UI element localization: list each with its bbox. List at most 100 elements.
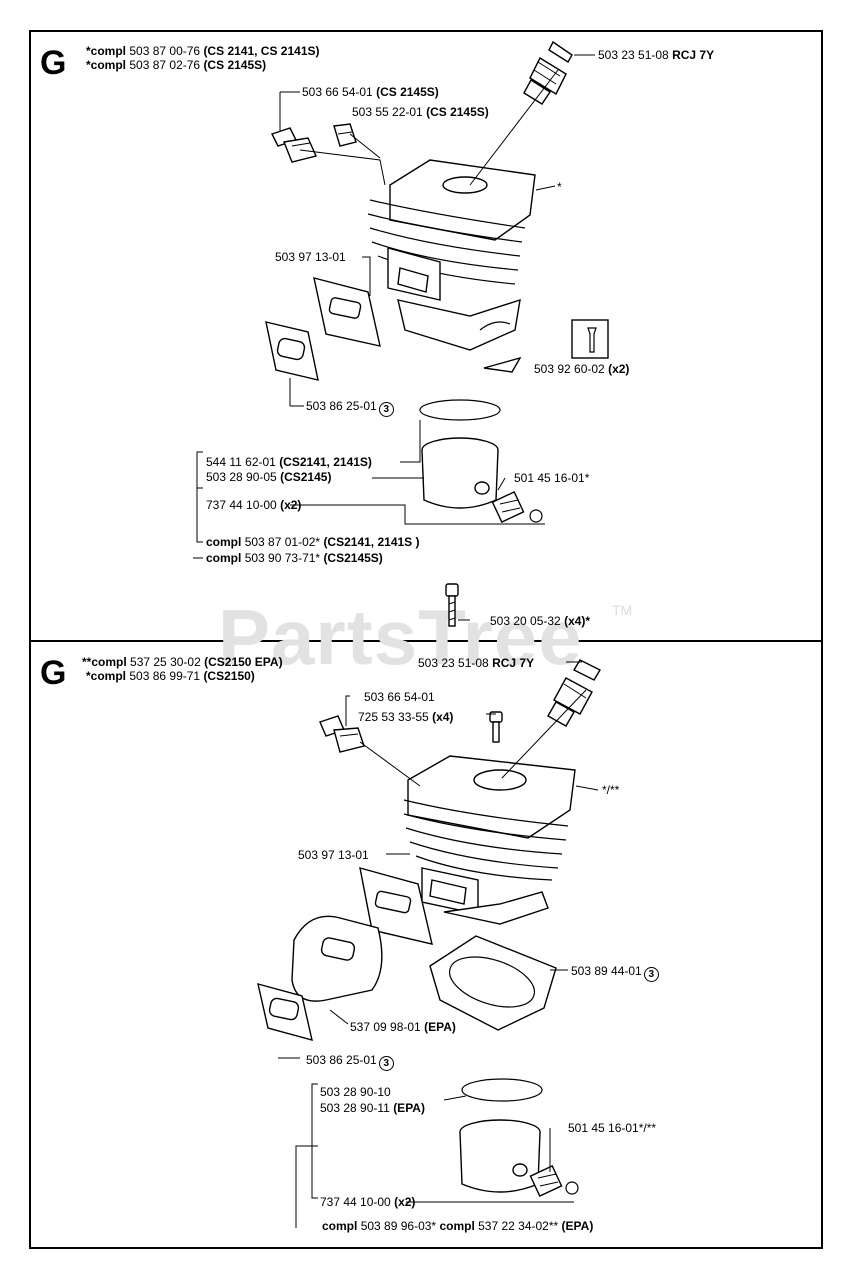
top-header2-prefix: *compl (86, 58, 127, 72)
gasket-top (313, 277, 381, 347)
bottom-sparkplug-label: 503 23 51-08 RCJ 7Y (418, 656, 534, 670)
bottom-sparkplug-type: RCJ 7Y (492, 656, 535, 670)
bottom-kit-number: 503 89 96-03* (360, 1219, 437, 1233)
top-sparkplug-label: 503 23 51-08 RCJ 7Y (598, 48, 714, 62)
section-divider (29, 640, 823, 642)
top-decomp-number: 503 66 54-01 (302, 85, 373, 99)
top-ring-label: 544 11 62-01 (CS2141, 2141S) (206, 455, 372, 469)
top-plug-label: 503 55 22-01 (CS 2145S) (352, 105, 489, 119)
piston-top (421, 437, 499, 509)
bottom-header2-number: 503 86 99-71 (129, 669, 201, 683)
bottom-cylinder-asterisk: */** (602, 783, 620, 797)
top-kit1-label: compl 503 87 01-02* (CS2141, 2141S ) (206, 535, 420, 549)
top-circlip-label: 737 44 10-00 (x2) (206, 498, 301, 512)
bottom-intake-circle-badge: 3 (378, 1056, 394, 1071)
cylinder-top (367, 159, 536, 351)
top-kit1-prefix: compl (206, 535, 242, 549)
top-kit1-number: 503 87 01-02* (244, 535, 321, 549)
leaders-top (193, 54, 595, 621)
bottom-kit-prefix2: compl (439, 1219, 475, 1233)
bottom-shield-model: (EPA) (424, 1020, 456, 1034)
top-kit2-number: 503 90 73-71* (244, 551, 321, 565)
top-header1-number: 503 87 00-76 (129, 44, 201, 58)
top-header2-number: 503 87 02-76 (129, 58, 201, 72)
bottom-header1-number: 537 25 30-02 (130, 655, 201, 669)
tool-blade (483, 356, 522, 373)
bottom-kit-prefix: compl (322, 1219, 358, 1233)
bottom-kit-label: compl 503 89 96-03* compl 537 22 34-02**… (322, 1219, 593, 1233)
top-screw-qty: (x4)* (564, 614, 591, 628)
bottom-ring2-model: (EPA) (393, 1101, 425, 1115)
top-circlip-qty: (x2) (280, 498, 302, 512)
top-intake-circle-badge: 3 (378, 402, 394, 417)
top-bearing-label: 501 45 16-01* (514, 471, 590, 485)
watermark-tm: TM (612, 602, 633, 618)
screw-top (445, 583, 459, 627)
top-kit2-model: (CS2145S) (323, 551, 383, 565)
bottom-bearing-label: 501 45 16-01*/** (568, 1121, 657, 1135)
top-screw-number: 503 20 05-32 (490, 614, 561, 628)
section-letter-bottom: G (40, 654, 67, 692)
top-decomp-label: 503 66 54-01 (CS 2145S) (302, 85, 439, 99)
top-header-line1: *compl 503 87 00-76 (CS 2141, CS 2141S) (86, 44, 320, 58)
bottom-header2-prefix: *compl (86, 669, 127, 683)
top-header1-prefix: *compl (86, 44, 127, 58)
top-kit2-prefix: compl (206, 551, 242, 565)
watermark: PartsTree (218, 593, 583, 681)
section-letter-top: G (40, 44, 67, 82)
piston-bottom (459, 1119, 541, 1193)
bottom-base-number: 503 89 44-01 (571, 964, 642, 978)
bottom-screw-qty: (x4) (432, 710, 454, 724)
top-kit2-label: compl 503 90 73-71* (CS2145S) (206, 551, 383, 565)
cylinder-bottom (403, 755, 576, 925)
bottom-kit-model: (EPA) (561, 1219, 594, 1233)
bottom-header1-prefix: **compl (82, 655, 127, 669)
gasket-bottom (359, 867, 433, 945)
top-kit1-models: (CS2141, 2141S ) (323, 535, 420, 549)
top-piston-model: (CS2145) (280, 470, 332, 484)
bottom-sparkplug-number: 503 23 51-08 (418, 656, 489, 670)
circlip-top (529, 509, 543, 523)
top-sparkplug-number: 503 23 51-08 (598, 48, 669, 62)
bottom-header-line2: *compl 503 86 99-71 (CS2150) (86, 669, 255, 683)
plug-top (333, 123, 357, 147)
top-decomp-model: (CS 2145S) (376, 85, 439, 99)
piston-ring-bottom (461, 1078, 543, 1102)
top-plug-number: 503 55 22-01 (352, 105, 423, 119)
top-piston-label: 503 28 90-05 (CS2145) (206, 470, 331, 484)
bottom-circlip-qty: (x2) (394, 1195, 416, 1209)
bottom-kit-number2: 537 22 34-02** (478, 1219, 559, 1233)
bottom-header1-model: (CS2150 EPA) (204, 655, 283, 669)
leaders-bottom (278, 661, 599, 1228)
top-header1-models: (CS 2141, CS 2141S) (203, 44, 320, 58)
cylinder-screw-bottom (489, 711, 503, 743)
bottom-intake-number: 503 86 25-01 (306, 1053, 377, 1067)
top-tool-number: 503 92 60-02 (534, 362, 605, 376)
bottom-gasket-label: 503 97 13-01 (298, 848, 369, 862)
bottom-screw-label: 725 53 33-55 (x4) (358, 710, 453, 724)
top-piston-number: 503 28 90-05 (206, 470, 277, 484)
top-screw-label: 503 20 05-32 (x4)* (490, 614, 590, 628)
decomp-valve-bottom (319, 715, 365, 753)
bottom-base-circle-badge: 3 (643, 967, 659, 982)
bottom-ring2-label: 503 28 90-11 (EPA) (320, 1101, 425, 1115)
bottom-header2-model: (CS2150) (203, 669, 255, 683)
bottom-shield-number: 537 09 98-01 (350, 1020, 421, 1034)
top-header2-models: (CS 2145S) (203, 58, 267, 72)
bottom-header-line1: **compl 537 25 30-02 (CS2150 EPA) (82, 655, 283, 669)
needle-bearing-top (491, 491, 525, 523)
top-header-line2: *compl 503 87 02-76 (CS 2145S) (86, 58, 266, 72)
piston-ring-top (419, 399, 501, 421)
diagram-frame (29, 30, 823, 1249)
top-cylinder-asterisk: * (557, 180, 562, 194)
spark-plug-bottom (547, 659, 601, 727)
bottom-shield-label: 537 09 98-01 (EPA) (350, 1020, 456, 1034)
top-sparkplug-type: RCJ 7Y (672, 48, 715, 62)
bottom-ring1-label: 503 28 90-10 (320, 1085, 391, 1099)
needle-bearing-bottom (529, 1165, 563, 1197)
top-tool-label: 503 92 60-02 (x2) (534, 362, 629, 376)
